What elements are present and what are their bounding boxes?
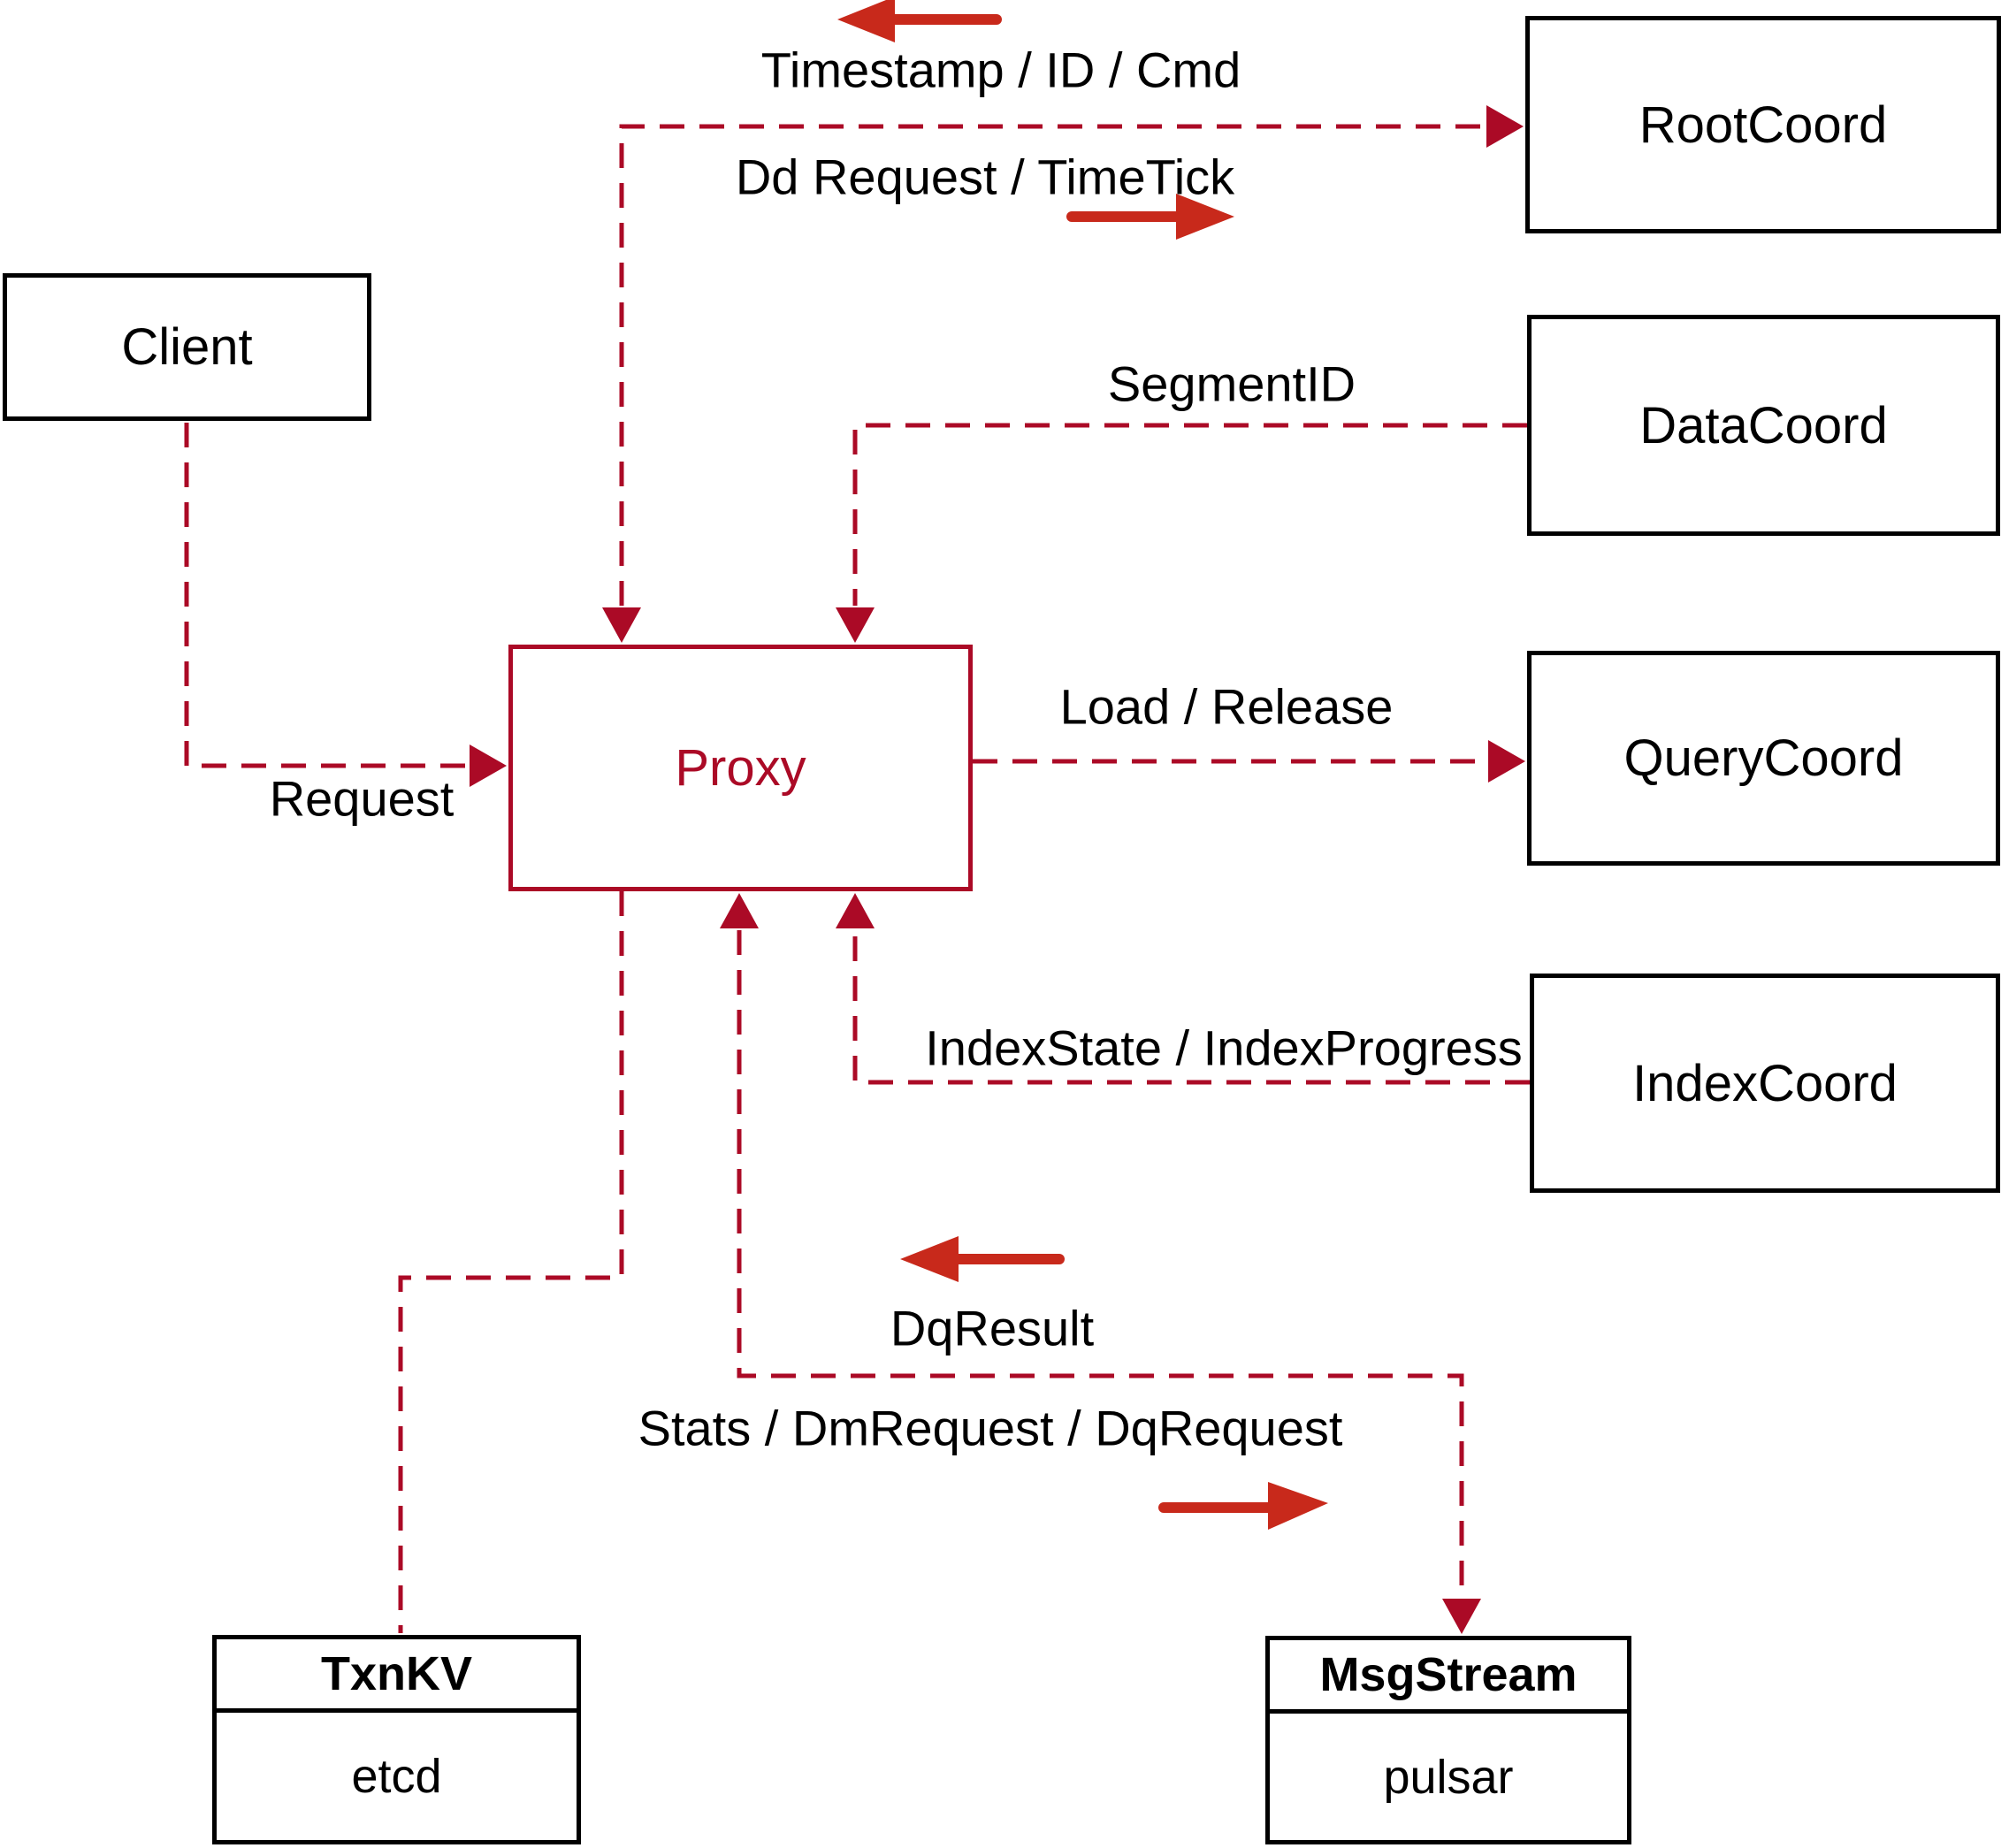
arrowhead-into-rootcoord-icon [1486,105,1524,148]
edge-proxy-txnkv [398,891,624,1633]
node-indexcoord-label: IndexCoord [1632,1054,1898,1112]
node-querycoord: QueryCoord [1527,651,2000,866]
edge-datacoord-proxy [852,423,1527,606]
edge-label-index-state-progress: IndexState / IndexProgress [925,1019,1523,1076]
arrowhead-into-proxy-bottom-middle-icon [720,893,759,928]
edge-label-load-release: Load / Release [1059,678,1394,735]
node-proxy-label: Proxy [675,739,806,797]
flow-arrow-stats-right-icon [1158,1482,1328,1530]
arrowhead-into-querycoord-icon [1488,740,1525,783]
node-msgstream-subtitle: pulsar [1383,1750,1514,1804]
node-indexcoord: IndexCoord [1530,974,2000,1193]
node-rootcoord-label: RootCoord [1639,95,1888,154]
flow-arrow-timestamp-left-icon [837,0,1002,42]
node-txnkv: TxnKV etcd [212,1635,581,1844]
arrowhead-into-proxy-top-left-icon [602,607,641,643]
arrowhead-into-msgstream-icon [1442,1599,1481,1634]
arrowhead-into-proxy-bottom-right-icon [836,893,875,928]
edge-label-timestamp-id-cmd: Timestamp / ID / Cmd [760,42,1241,98]
edge-client-proxy [184,423,468,768]
node-txnkv-subtitle: etcd [351,1750,442,1803]
node-txnkv-title: TxnKV [217,1639,577,1713]
arrowhead-into-proxy-left-icon [470,745,507,787]
edge-label-dq-result: DqResult [890,1300,1095,1356]
edge-label-request: Request [269,770,455,827]
edge-label-segment-id: SegmentID [1107,355,1356,412]
node-datacoord: DataCoord [1527,315,2000,536]
node-client-label: Client [121,318,253,376]
edge-indexcoord-proxy [852,930,1530,1085]
node-datacoord-label: DataCoord [1639,396,1888,454]
node-querycoord-label: QueryCoord [1623,729,1904,787]
flow-arrow-ddrequest-right-icon [1066,194,1234,240]
edge-label-stats-dm-dq-request: Stats / DmRequest / DqRequest [638,1400,1343,1456]
flow-arrow-dqresult-left-icon [900,1236,1065,1282]
node-proxy: Proxy [508,645,973,891]
node-rootcoord: RootCoord [1525,16,2001,233]
edge-proxy-msgstream [737,930,1464,1597]
edge-proxy-rootcoord [619,124,1485,606]
arrowhead-into-proxy-top-right-icon [836,607,875,643]
edge-label-dd-request-timetick: Dd Request / TimeTick [735,149,1235,205]
node-msgstream-title: MsgStream [1270,1640,1627,1714]
node-msgstream: MsgStream pulsar [1265,1636,1631,1844]
node-client: Client [3,273,371,421]
